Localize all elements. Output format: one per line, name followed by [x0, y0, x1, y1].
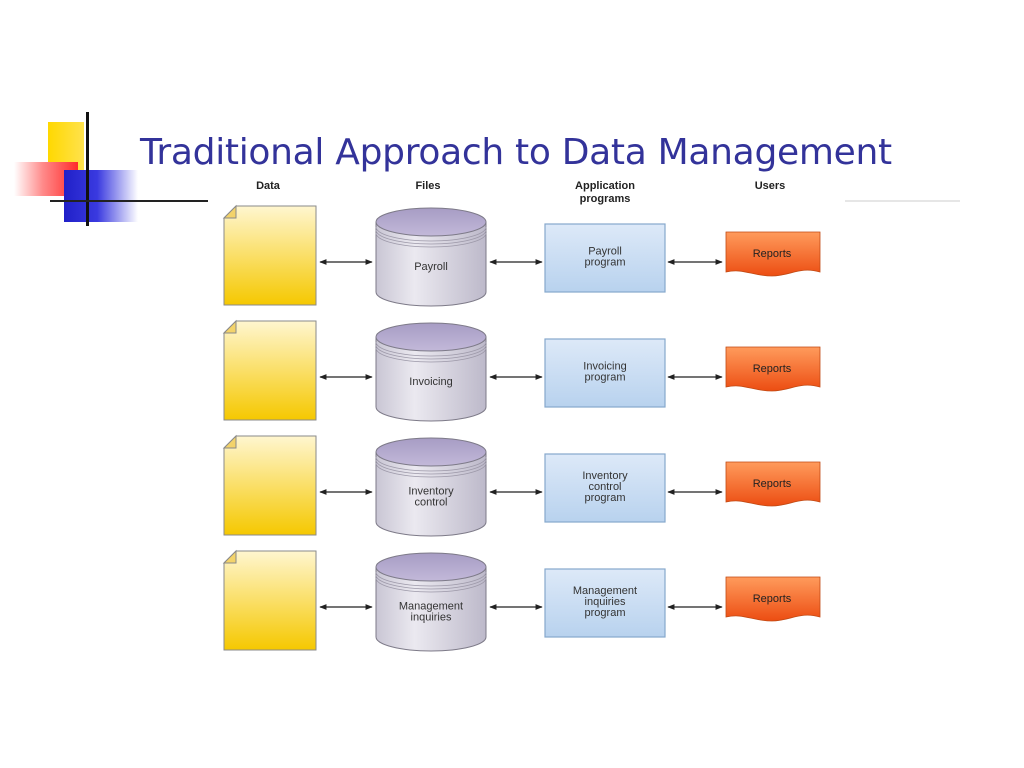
program-label-line: program [585, 257, 626, 269]
file-cylinder-icon [375, 221, 487, 307]
report-label: Reports [753, 363, 792, 375]
document-fold-icon [222, 434, 237, 449]
file-label-line: Inventory [408, 486, 454, 498]
report-label: Reports [753, 478, 792, 490]
cylinder-ring [375, 574, 487, 590]
program-label-line: Inventory [582, 470, 628, 482]
report-icon [725, 576, 821, 622]
cylinder-top [375, 207, 487, 237]
program-label-line: program [585, 492, 626, 504]
report-label: Reports [753, 248, 792, 260]
file-label-line: Payroll [414, 261, 448, 273]
file-cylinder-icon [375, 451, 487, 537]
program-label-line: control [588, 481, 621, 493]
document-fold-icon [222, 319, 237, 334]
cylinder-ring [375, 229, 487, 245]
file-label-line: control [414, 497, 447, 509]
header-programs: programs [580, 193, 631, 205]
header-users: Users [755, 180, 786, 192]
diagram-row: InventorycontrolInventorycontrolprogramR… [222, 434, 821, 537]
program-box [544, 568, 666, 638]
file-cylinder-icon [375, 336, 487, 422]
program-box [544, 453, 666, 523]
cylinder-ring [375, 347, 487, 363]
document-fold-icon [222, 204, 237, 219]
data-document-icon [223, 550, 317, 651]
decor-blue-square [64, 170, 138, 222]
decor-horizontal-line [50, 200, 208, 202]
cylinder-top [375, 552, 487, 582]
header-application: Application [575, 180, 635, 192]
data-document-icon [223, 435, 317, 536]
decor-vertical-line [86, 112, 89, 226]
data-document-icon [223, 320, 317, 421]
program-label-line: Payroll [588, 246, 622, 258]
cylinder-top [375, 437, 487, 467]
cylinder-ring [375, 577, 487, 593]
program-label-line: program [585, 372, 626, 384]
header-data: Data [256, 180, 281, 192]
program-box [544, 223, 666, 293]
report-icon [725, 346, 821, 392]
file-label-line: Management [399, 601, 463, 613]
report-icon [725, 461, 821, 507]
slide-title: Traditional Approach to Data Management [140, 132, 892, 173]
document-fold-icon [222, 549, 237, 564]
program-label-line: inquiries [585, 596, 626, 608]
cylinder-top [375, 322, 487, 352]
cylinder-ring [375, 462, 487, 478]
cylinder-ring [375, 232, 487, 248]
cylinder-ring [375, 226, 487, 242]
report-label: Reports [753, 593, 792, 605]
file-cylinder-icon [375, 566, 487, 652]
header-files: Files [415, 180, 440, 192]
program-label-line: Management [573, 585, 637, 597]
cylinder-ring [375, 344, 487, 360]
cylinder-ring [375, 456, 487, 472]
file-label-line: Invoicing [409, 376, 452, 388]
title-underline [845, 200, 960, 202]
program-box [544, 338, 666, 408]
program-label-line: program [585, 607, 626, 619]
cylinder-ring [375, 459, 487, 475]
diagram-row: ManagementinquiriesManagementinquiriespr… [222, 549, 821, 652]
cylinder-ring [375, 571, 487, 587]
data-document-icon [223, 205, 317, 306]
report-icon [725, 231, 821, 277]
diagram-rows: PayrollPayrollprogramReportsInvoicingInv… [222, 204, 821, 652]
file-label-line: inquiries [411, 612, 452, 624]
program-label-line: Invoicing [583, 361, 626, 373]
cylinder-ring [375, 341, 487, 357]
